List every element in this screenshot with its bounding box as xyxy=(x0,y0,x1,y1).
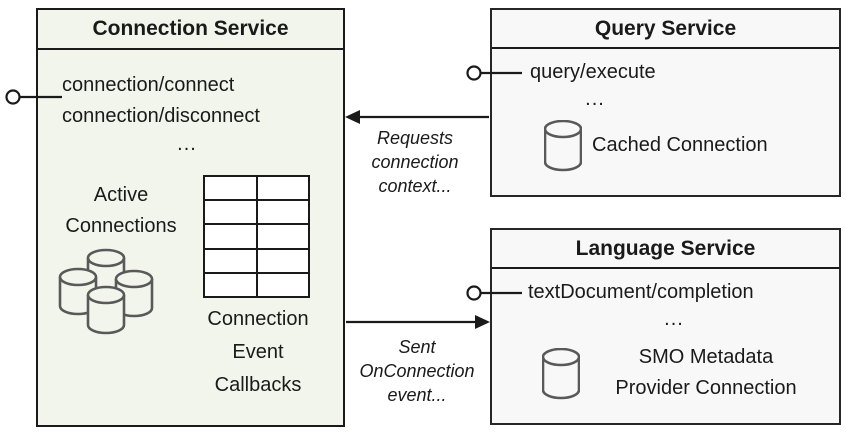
method-connection-connect: connection/connect xyxy=(62,74,235,96)
method-textdocument-completion: textDocument/completion xyxy=(528,281,754,303)
callbacks-table-cell xyxy=(257,225,308,248)
query-service-interface-connector xyxy=(466,65,522,81)
query-service-box: Query Service query/execute ... Cached C… xyxy=(490,8,841,197)
connection-methods-ellipsis: ... xyxy=(177,133,197,155)
query-methods-ellipsis: ... xyxy=(585,88,605,110)
callbacks-table-cell xyxy=(205,201,256,224)
method-query-execute: query/execute xyxy=(530,61,656,83)
language-methods-ellipsis: ... xyxy=(664,308,684,330)
callbacks-table-cell xyxy=(257,273,308,296)
connection-event-callbacks-label: Connection Event Callbacks xyxy=(207,308,309,396)
active-connections-cylinders-icon xyxy=(58,248,154,335)
callbacks-table-cell xyxy=(205,177,256,200)
query-service-title: Query Service xyxy=(492,10,839,49)
requests-connection-context-label: Requests connection context... xyxy=(371,128,459,196)
requests-connection-context-arrow xyxy=(345,110,489,124)
callbacks-table-cell xyxy=(205,273,256,296)
callbacks-table-cell xyxy=(257,201,308,224)
query-service-methods: query/execute ... xyxy=(530,58,660,111)
cached-connection-cylinder-icon xyxy=(544,120,582,172)
callbacks-table-cell xyxy=(205,249,256,272)
language-service-methods: textDocument/completion ... xyxy=(528,278,820,331)
connection-service-interface-connector xyxy=(5,89,62,105)
callbacks-table-cell xyxy=(205,225,256,248)
callbacks-table-cell xyxy=(257,177,308,200)
language-service-box: Language Service textDocument/completion… xyxy=(490,228,841,425)
onconnection-event-arrow xyxy=(346,315,490,329)
sent-onconnection-event-label: Sent OnConnection event... xyxy=(359,337,475,405)
method-connection-disconnect: connection/disconnect xyxy=(62,105,260,127)
callbacks-table-cell xyxy=(257,249,308,272)
smo-connection-cylinder-icon xyxy=(542,348,580,400)
cached-connection-label: Cached Connection xyxy=(592,134,768,156)
connection-service-methods: connection/connect connection/disconnect… xyxy=(62,70,312,156)
callbacks-table xyxy=(203,175,310,298)
connection-service-box: Connection Service connection/connect co… xyxy=(36,8,345,427)
active-connections-label: Active Connections xyxy=(65,184,177,237)
language-service-title: Language Service xyxy=(492,230,839,269)
language-service-interface-connector xyxy=(466,285,522,301)
connection-service-title: Connection Service xyxy=(38,10,343,50)
smo-metadata-provider-connection-label: SMO Metadata Provider Connection xyxy=(615,346,797,399)
